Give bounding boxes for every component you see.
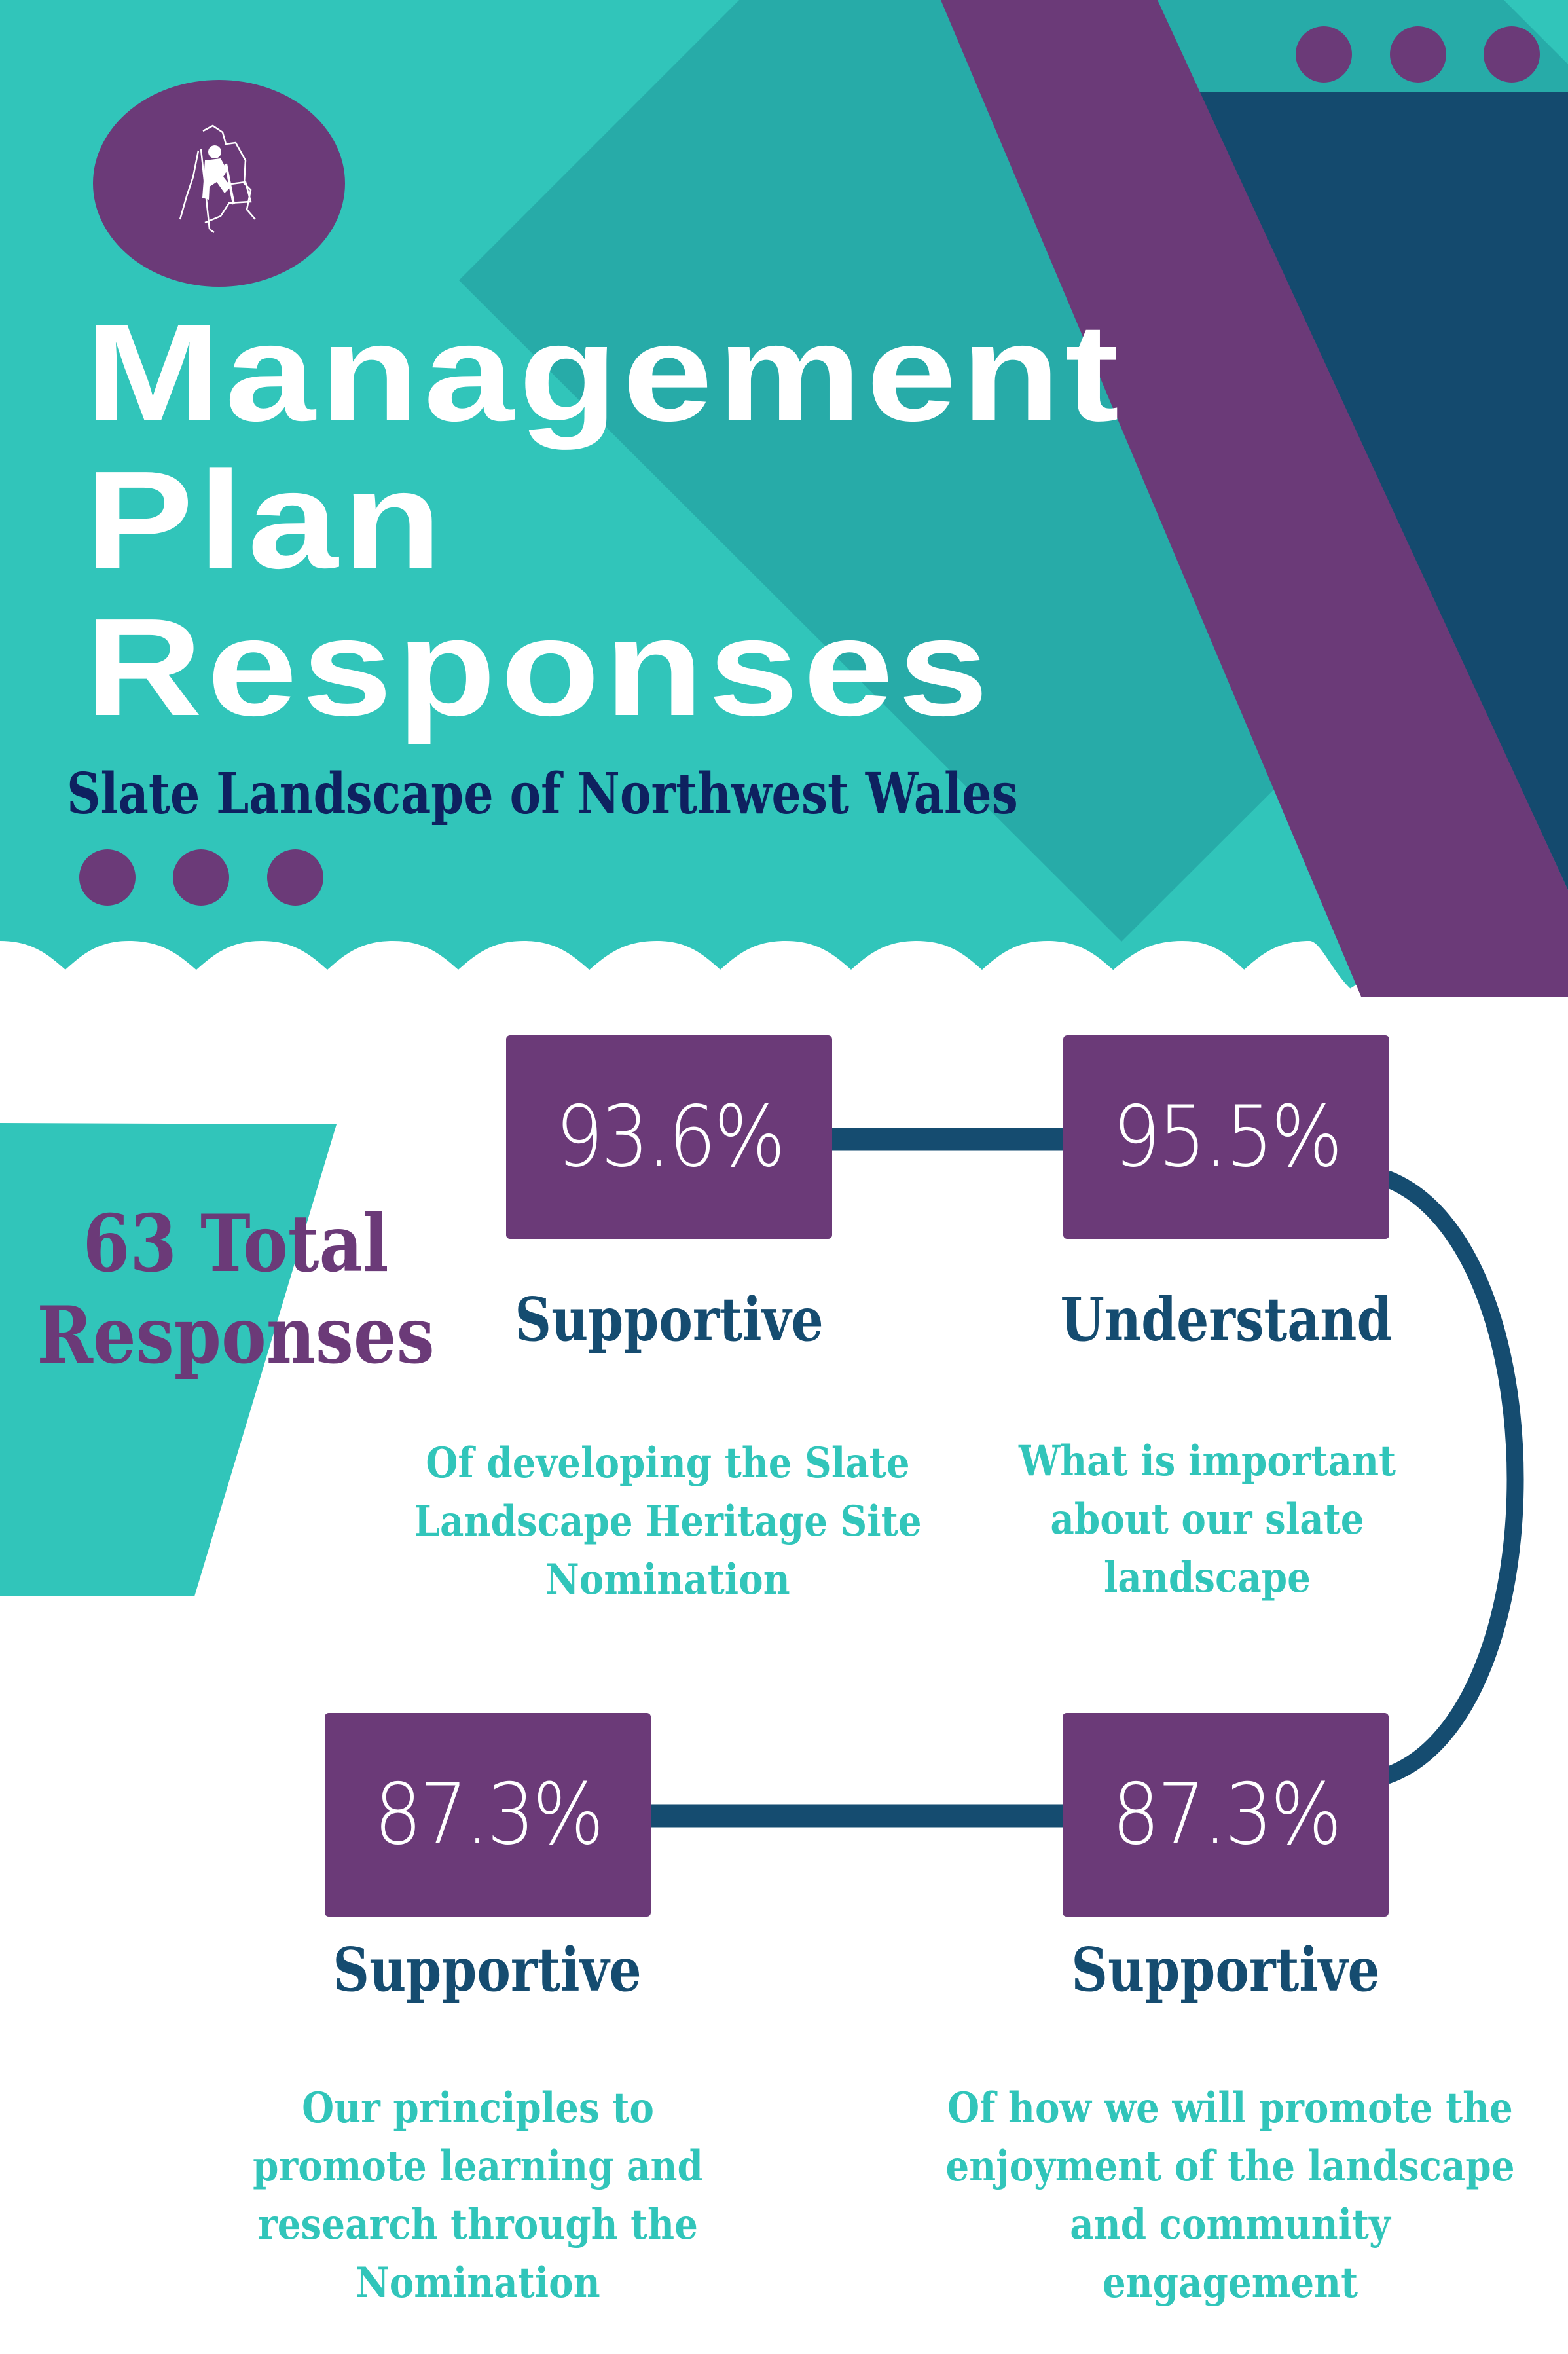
stat-description: Of how we will promote the enjoyment of … — [945, 2084, 1515, 2308]
connector-arc — [1383, 1170, 1524, 1784]
decor-dot — [267, 849, 323, 906]
total-backdrop-shape — [0, 1123, 337, 1596]
page-title-line-3: Responses — [85, 589, 993, 745]
logo — [93, 80, 345, 287]
stat-label: Understand — [1060, 1284, 1393, 1355]
stat-value: 95.5% — [1112, 1088, 1343, 1186]
wave-divider — [0, 941, 1568, 1048]
decor-dot — [1296, 26, 1352, 83]
stat-box-supportive-enjoyment: 87.3% — [1063, 1713, 1389, 1917]
stat-box-understand: 95.5% — [1063, 1035, 1389, 1239]
total-responses: 63 Total Responses — [33, 1198, 438, 1382]
stat-value: 87.3% — [374, 1766, 604, 1864]
stat-description: Of developing the Slate Landscape Herita… — [414, 1439, 922, 1604]
stat-value: 87.3% — [1112, 1766, 1342, 1864]
page-title-line-1: Management — [85, 295, 1124, 450]
decor-dot — [1390, 26, 1446, 83]
stat-box-supportive-learning: 87.3% — [325, 1713, 651, 1917]
climber-on-rock-icon — [179, 124, 256, 234]
stat-label: Supportive — [515, 1284, 824, 1355]
stat-value: 93.6% — [555, 1088, 786, 1186]
total-count-text: 63 Total — [82, 1198, 389, 1290]
stat-description: What is important about our slate landsc… — [1018, 1437, 1396, 1602]
page-title-line-2: Plan — [85, 442, 447, 597]
stat-label: Supportive — [333, 1934, 642, 2005]
stat-label: Supportive — [1071, 1934, 1380, 2005]
purple-band — [941, 0, 1568, 997]
stat-description: Our principles to promote learning and r… — [253, 2084, 703, 2308]
total-label-text: Responses — [37, 1289, 435, 1382]
stat-box-supportive-nomination: 93.6% — [506, 1035, 832, 1239]
page-subtitle: Slate Landscape of Northwest Wales — [67, 761, 1018, 827]
decor-dot — [79, 849, 136, 906]
decor-dot — [173, 849, 229, 906]
decor-dot — [1484, 26, 1540, 83]
